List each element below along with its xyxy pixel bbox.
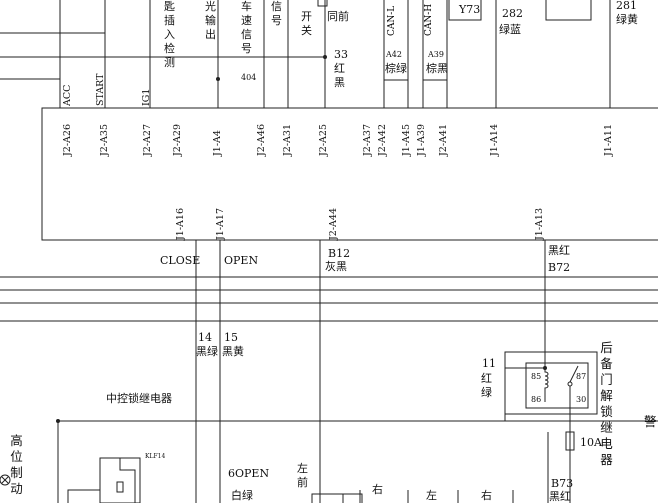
pin-label: J2-A31 <box>282 123 293 156</box>
label-klf: KLF14 <box>145 453 166 460</box>
label-fuse: 10A <box>580 436 602 449</box>
label-high-brake: 高位制动 <box>10 433 23 496</box>
relay-switch <box>569 365 579 383</box>
label-b73-color: 黑红 <box>549 490 571 503</box>
label-w6open: 6OPEN <box>228 467 270 480</box>
pin-85: 85 <box>531 372 542 381</box>
label-open: OPEN <box>224 254 259 267</box>
pin-label: J2-A37 <box>362 123 373 156</box>
klf-coil <box>116 481 124 493</box>
component-box <box>545 0 592 21</box>
label-left-front: 左前 <box>297 462 308 489</box>
label-w282-color: 绿蓝 <box>499 23 521 36</box>
label-wire33-color: 红黑 <box>334 62 345 89</box>
label-w14-color: 黑绿 <box>196 345 218 358</box>
label-central-lock-relay: 中控锁继电器 <box>106 392 172 405</box>
lamp-icon <box>0 474 11 486</box>
label-right3: 右 <box>481 489 492 502</box>
label-speed-signal: 车速信号 <box>241 0 252 55</box>
pin-label: J1-A16 <box>175 207 186 240</box>
label-b72-color: 黑红 <box>548 244 570 257</box>
label-signal-num: 404 <box>241 73 257 82</box>
label-b12: B12 <box>328 247 351 260</box>
pin-label: J2-A42 <box>377 123 388 156</box>
pin-label: J2-A29 <box>172 123 183 156</box>
pin-label: J1-A39 <box>416 123 427 156</box>
relay-contact <box>567 381 573 387</box>
junction-dot <box>323 55 327 59</box>
pin-86: 86 <box>531 395 542 404</box>
label-b73: B73 <box>551 477 574 490</box>
ecu-box <box>41 107 658 241</box>
label-alarm: 警 <box>644 414 657 429</box>
label-y73: Y73 <box>459 3 481 16</box>
pin-label: J2-A27 <box>142 123 153 156</box>
pin-30: 30 <box>576 395 587 404</box>
pin-label: J2-A41 <box>438 123 449 156</box>
junction-dot <box>216 77 220 81</box>
relay-inner <box>525 362 589 409</box>
label-key-insert: 匙插入检测 <box>164 0 175 69</box>
pin-label: J1-A45 <box>401 123 412 156</box>
label-left2: 左 <box>426 489 437 502</box>
label-close: CLOSE <box>160 254 201 267</box>
wire <box>67 489 100 503</box>
signal-acc: ACC <box>62 84 73 106</box>
label-switch: 开关 <box>301 10 312 37</box>
label-wire33: 33 <box>334 48 348 61</box>
relay-coil <box>544 368 549 402</box>
component-box-y73 <box>448 0 482 21</box>
wire <box>119 458 136 503</box>
pin-label: J2-A26 <box>62 123 73 156</box>
label-w6-color: 白绿 <box>231 489 253 502</box>
bottom-box <box>311 493 363 503</box>
pin-label: J2-A25 <box>318 123 329 156</box>
label-can-h: CAN-H <box>424 3 434 36</box>
label-a39-color: 棕黑 <box>426 62 448 75</box>
pin-label: J2-A44 <box>328 207 339 240</box>
label-trunk-relay: 后备门解锁继电器 <box>600 340 613 467</box>
label-b12-color: 灰黑 <box>325 260 347 273</box>
pin-label: J1-A13 <box>534 207 545 240</box>
pin-label: J1-A4 <box>212 130 223 156</box>
label-w11-color: 红绿 <box>481 372 492 399</box>
label-right1: 右 <box>372 483 383 496</box>
pin-label: J1-A17 <box>215 207 226 240</box>
signal-ig1: IG1 <box>141 88 152 106</box>
label-sync: 同前 <box>327 10 349 23</box>
pin-label: J1-A11 <box>603 123 614 156</box>
label-b72: B72 <box>548 261 571 274</box>
label-can-l: CAN-L <box>387 5 397 36</box>
label-a42: A42 <box>386 50 402 59</box>
pin-87: 87 <box>576 372 587 381</box>
label-w15: 15 <box>224 331 238 344</box>
lamp-cross <box>1 476 9 484</box>
label-w11: 11 <box>482 357 496 370</box>
pin-label: J2-A35 <box>99 123 110 156</box>
fuse-icon <box>565 431 575 451</box>
label-w281-color: 绿黄 <box>616 13 638 26</box>
connector-box <box>317 0 328 7</box>
label-w15-color: 黑黄 <box>222 345 244 358</box>
label-a39: A39 <box>428 50 444 59</box>
label-w14: 14 <box>198 331 212 344</box>
label-a42-color: 棕绿 <box>385 62 407 75</box>
signal-start: START <box>95 73 106 106</box>
pin-label: J2-A46 <box>256 123 267 156</box>
junction-dot <box>543 366 547 370</box>
label-light-out: 光输出 <box>205 0 216 41</box>
label-signal: 信号 <box>271 0 282 27</box>
label-w282: 282 <box>502 7 523 20</box>
pin-label: J1-A14 <box>489 123 500 156</box>
junction-dot <box>56 419 60 423</box>
label-w281: 281 <box>616 0 637 12</box>
